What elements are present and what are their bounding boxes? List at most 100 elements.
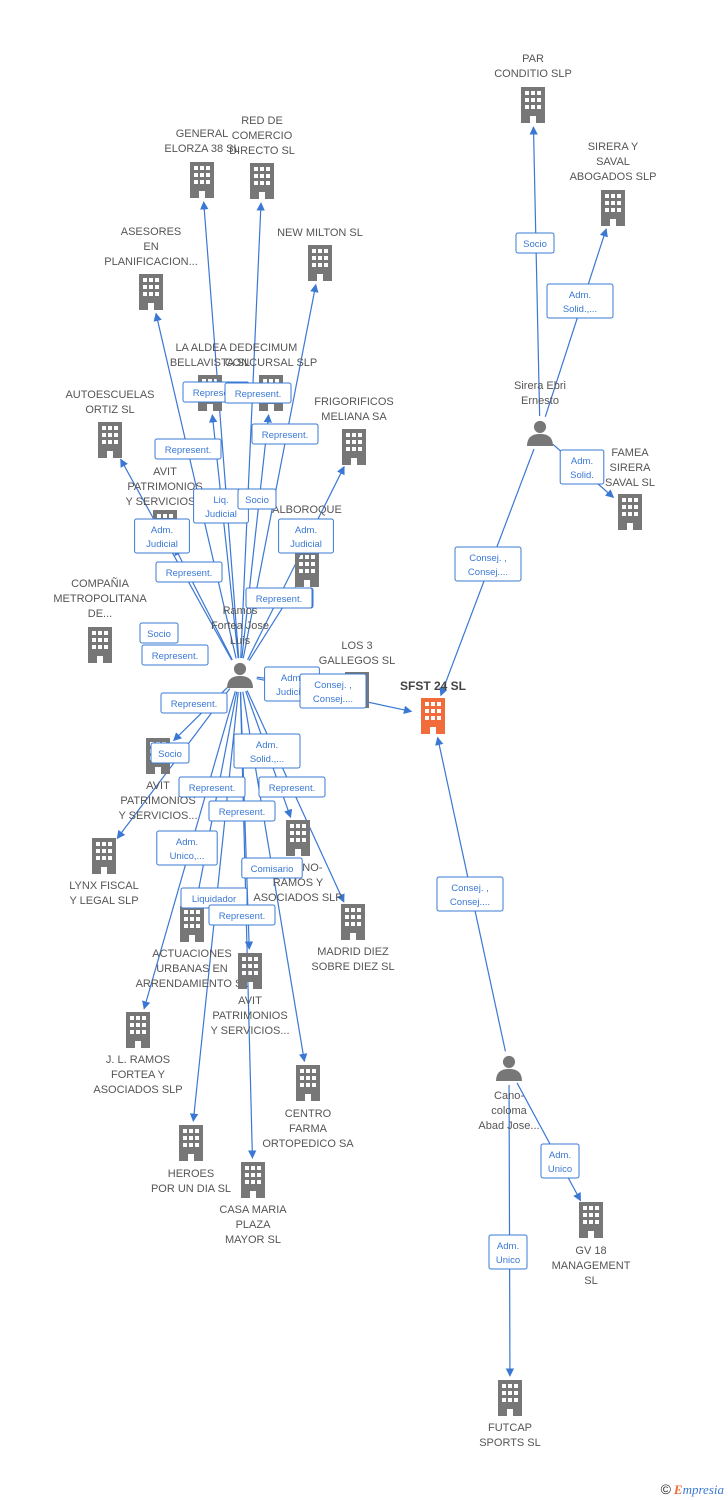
edge-label-ramos-to-avit3[interactable]: Represent. bbox=[208, 800, 276, 822]
edge-label-ramos-to-centro_farma[interactable]: Comisario bbox=[241, 857, 303, 879]
node-sfst[interactable]: SFST 24 SL bbox=[400, 679, 466, 734]
edge-ramos-to-red_comercio bbox=[240, 202, 265, 659]
building-icon bbox=[521, 87, 545, 123]
edge-label-ramos-to-red_comercio[interactable]: Socio bbox=[237, 488, 277, 510]
edge-label-text: Represent. bbox=[262, 430, 308, 441]
brand-logo-e: E bbox=[673, 1482, 683, 1497]
edge-label-sirera_ebri-to-par[interactable]: Socio bbox=[515, 232, 555, 254]
edge-label-cano-to-sfst[interactable]: Consej. ,Consej.... bbox=[436, 876, 504, 912]
edge-label-ramos-to-actuaciones[interactable]: Represent. bbox=[178, 776, 246, 798]
edge-label-ramos-to-jl_ramos[interactable]: Adm.Unico,... bbox=[156, 830, 218, 866]
edge-label-sirera_ebri-to-sfst[interactable]: Consej. ,Consej.... bbox=[454, 546, 522, 582]
edge-label-box bbox=[208, 800, 276, 822]
edge-label-extra-0[interactable]: Socio bbox=[139, 622, 179, 644]
edge-label-text: Represent. bbox=[269, 783, 315, 794]
edge-label-ramos-to-decimum[interactable]: Represent. bbox=[224, 382, 292, 404]
edge-label-text: Represent. bbox=[171, 699, 217, 710]
edge-label-extra-1[interactable]: Represent. bbox=[141, 644, 209, 666]
edge-label-text: Adm.Unico bbox=[496, 1241, 520, 1266]
node-new_milton[interactable]: NEW MILTON SL bbox=[277, 227, 363, 281]
edge-label-ramos-to-autoescuelas[interactable]: Adm.Judicial bbox=[134, 518, 190, 554]
edge-ramos-to-general_elorza bbox=[200, 201, 240, 659]
edge-label-ramos-to-frigorificos[interactable]: Adm.Judicial bbox=[278, 518, 334, 554]
edge-label-box bbox=[488, 1234, 528, 1270]
building-icon bbox=[341, 904, 365, 940]
node-label: NEW MILTON SL bbox=[277, 227, 363, 239]
edge-label-cano-to-gv18[interactable]: Adm.Unico bbox=[540, 1143, 580, 1179]
edge-cano-to-gv18 bbox=[516, 1082, 582, 1202]
edge-label-text: Adm.Unico,... bbox=[170, 837, 205, 862]
edge-sirera_ebri-to-par bbox=[529, 126, 541, 417]
edge-label-ramos-to-avit1[interactable]: Represent. bbox=[155, 561, 223, 583]
edge-label-ramos-to-new_milton[interactable]: Represent. bbox=[251, 423, 319, 445]
edge-label-box bbox=[156, 830, 218, 866]
edge-label-extra-2[interactable]: Represent. bbox=[245, 587, 313, 609]
edge-label-sirera_ebri-to-sirera_saval[interactable]: Adm.Solid.,... bbox=[546, 283, 614, 319]
edge-label-text: Adm.Judicial bbox=[146, 525, 178, 550]
building-icon bbox=[250, 163, 274, 199]
edge-label-box bbox=[224, 382, 292, 404]
edge-label-box bbox=[559, 449, 605, 485]
edge-label-text: Adm.Judicial bbox=[290, 525, 322, 550]
edge-label-ramos-to-casa_maria[interactable]: Represent. bbox=[208, 904, 276, 926]
edge-label-text: Consej. ,Consej.... bbox=[468, 553, 508, 578]
building-icon bbox=[342, 429, 366, 465]
edge-label-ramos-to-madrid[interactable]: Represent. bbox=[258, 776, 326, 798]
building-icon bbox=[92, 838, 116, 874]
edge-label-ramos-to-heroes[interactable]: Liquidador bbox=[180, 887, 248, 909]
edge-label-box bbox=[278, 518, 334, 554]
edge-label-ramos-to-lynx[interactable]: Represent. bbox=[160, 692, 228, 714]
edge-label-box bbox=[237, 488, 277, 510]
edge-label-ramos-to-lleno[interactable]: Adm.Solid.,... bbox=[233, 733, 301, 769]
node-label: SFST 24 SL bbox=[400, 679, 466, 693]
building-icon bbox=[579, 1202, 603, 1238]
edge-label-text: Consej. ,Consej.... bbox=[450, 883, 490, 908]
edge-label-text: Represent. bbox=[165, 445, 211, 456]
edge-label-ramos-to-sfst[interactable]: Consej. ,Consej.... bbox=[299, 673, 367, 709]
edge-label-ramos-to-asesores[interactable]: Represent. bbox=[154, 438, 222, 460]
edge-label-ramos-to-avit2[interactable]: Socio bbox=[150, 742, 190, 764]
building-icon bbox=[295, 551, 319, 587]
building-icon bbox=[308, 245, 332, 281]
edge-label-cano-to-futcap[interactable]: Adm.Unico bbox=[488, 1234, 528, 1270]
edge-label-box bbox=[454, 546, 522, 582]
edge-ramos-to-autoescuelas bbox=[120, 458, 233, 661]
edge-ramos-to-lynx bbox=[116, 688, 231, 840]
edge-label-text: Represent. bbox=[166, 568, 212, 579]
edge-label-box bbox=[208, 904, 276, 926]
edge-label-sirera_ebri-to-famea[interactable]: Adm.Solid. bbox=[559, 449, 605, 485]
edge-label-text: Represent. bbox=[219, 911, 265, 922]
